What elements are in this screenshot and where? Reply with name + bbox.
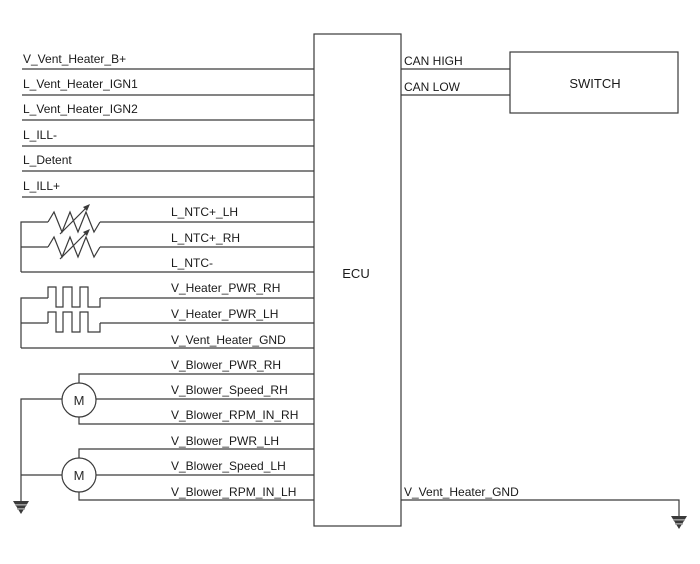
motor-icon: M xyxy=(61,457,97,493)
wire-blower-rpm-lh xyxy=(78,492,314,501)
switch-label: SWITCH xyxy=(569,76,620,91)
signal-label: V_Heater_PWR_LH xyxy=(171,307,278,321)
signal-label: L_NTC- xyxy=(171,256,213,270)
signal-label: V_Vent_Heater_GND xyxy=(171,333,286,347)
right-ground-circuit: V_Vent_Heater_GND xyxy=(401,485,687,529)
signal-label: V_Vent_Heater_B+ xyxy=(23,52,126,66)
blower-lh-group: V_Blower_PWR_LH V_Blower_Speed_LH V_Blow… xyxy=(61,434,314,501)
thermistor-icon xyxy=(47,229,101,260)
ground-icon xyxy=(671,516,687,529)
heater-rail xyxy=(20,297,48,348)
heater-element-icon xyxy=(47,286,101,308)
ntc-rail xyxy=(20,221,48,272)
power-input-group: V_Vent_Heater_B+ L_Vent_Heater_IGN1 L_Ve… xyxy=(22,52,314,198)
blower-rh-group: V_Blower_PWR_RH V_Blower_Speed_RH V_Blow… xyxy=(61,358,314,425)
wire-blower-pwr-lh xyxy=(78,448,314,458)
ecu-module: ECU xyxy=(313,33,402,527)
signal-label: V_Blower_Speed_RH xyxy=(171,383,288,397)
signal-label: L_Detent xyxy=(23,153,72,167)
signal-label: L_ILL+ xyxy=(23,179,60,193)
ecu-box xyxy=(313,33,402,527)
motor-gnd-wire xyxy=(20,398,62,501)
signal-label: L_Vent_Heater_IGN2 xyxy=(23,102,138,116)
motor-icon: M xyxy=(61,382,97,418)
switch-module: SWITCH xyxy=(509,51,679,114)
signal-label: L_ILL- xyxy=(23,128,57,142)
switch-box xyxy=(509,51,679,114)
can-low-label: CAN LOW xyxy=(404,80,461,94)
can-bus: CAN HIGH CAN LOW xyxy=(401,54,510,96)
signal-label: V_Blower_RPM_IN_LH xyxy=(171,485,296,499)
signal-label: V_Blower_RPM_IN_RH xyxy=(171,408,298,422)
signal-label: V_Blower_Speed_LH xyxy=(171,459,286,473)
heater-element-icon xyxy=(47,311,101,333)
motor-label: M xyxy=(74,393,85,408)
ground-icon xyxy=(13,501,29,514)
ecu-label: ECU xyxy=(342,266,369,281)
signal-label: V_Blower_PWR_LH xyxy=(171,434,279,448)
signal-label: V_Heater_PWR_RH xyxy=(171,281,280,295)
can-high-label: CAN HIGH xyxy=(404,54,463,68)
right-gnd-wire xyxy=(401,499,680,516)
signal-label: L_NTC+_LH xyxy=(171,205,238,219)
signal-label: L_Vent_Heater_IGN1 xyxy=(23,77,138,91)
ntc-sensor-group: L_NTC+_LH L_NTC+_RH L_NTC- xyxy=(20,204,314,273)
right-gnd-label: V_Vent_Heater_GND xyxy=(404,485,519,499)
signal-label: L_NTC+_RH xyxy=(171,231,240,245)
signal-label: V_Blower_PWR_RH xyxy=(171,358,281,372)
left-ground-circuit xyxy=(13,398,62,514)
heater-group: V_Heater_PWR_RH V_Heater_PWR_LH V_Vent_H… xyxy=(20,281,314,349)
motor-label: M xyxy=(74,468,85,483)
wire-blower-rpm-rh xyxy=(78,416,314,425)
thermistor-icon xyxy=(47,204,101,235)
